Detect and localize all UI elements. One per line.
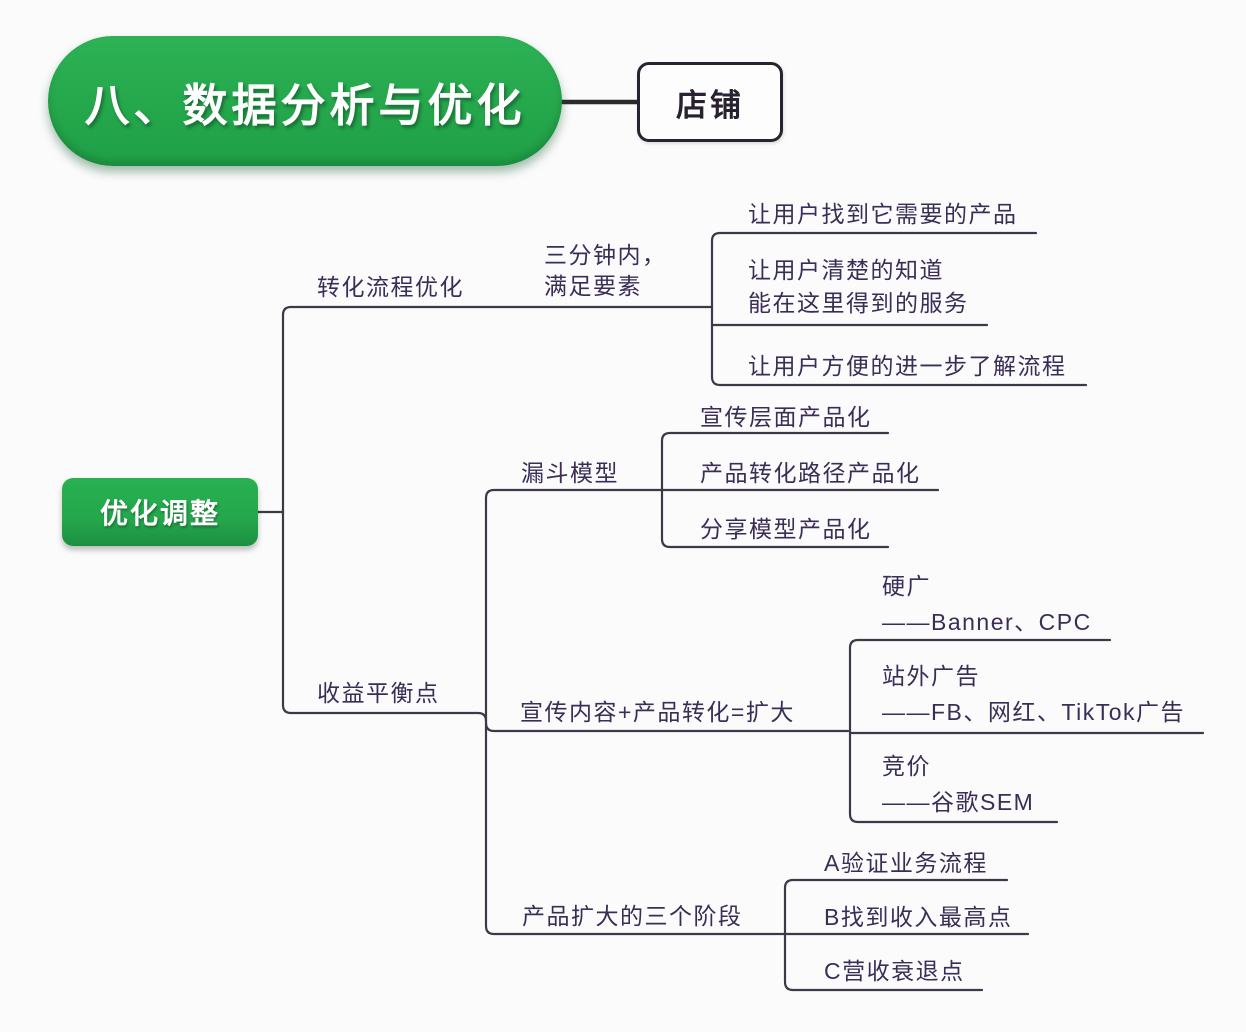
node-further-understand-process[interactable]: 让用户方便的进一步了解流程 (748, 353, 1067, 379)
node-bidding[interactable]: 竞价 ——谷歌SEM (882, 748, 1034, 820)
node-hard-ads[interactable]: 硬广 ——Banner、CPC (882, 568, 1092, 640)
node-promo-plus-conversion[interactable]: 宣传内容+产品转化=扩大 (520, 699, 795, 725)
node-line: 让用户清楚的知道 (748, 257, 944, 283)
node-stage-c[interactable]: C营收衰退点 (824, 958, 965, 984)
node-line: ——FB、网红、TikTok广告 (882, 699, 1185, 725)
node-line: 满足要素 (544, 273, 642, 299)
node-conversion-path-productization[interactable]: 产品转化路径产品化 (700, 460, 921, 486)
node-line: ——Banner、CPC (882, 609, 1092, 635)
store-label: 店铺 (676, 87, 744, 123)
node-stage-a[interactable]: A验证业务流程 (824, 850, 988, 876)
node-revenue-balance[interactable]: 收益平衡点 (317, 680, 440, 706)
node-line: 站外广告 (882, 663, 980, 689)
node-line: 竞价 (882, 753, 931, 779)
node-conversion-optimization[interactable]: 转化流程优化 (317, 274, 464, 300)
main-topic-label: 优化调整 (99, 498, 220, 529)
node-funnel-model[interactable]: 漏斗模型 (521, 460, 619, 486)
node-line: 三分钟内， (544, 242, 667, 268)
root-topic-node[interactable]: 八、数据分析与优化 (48, 36, 562, 166)
main-topic-node[interactable]: 优化调整 (62, 478, 258, 546)
node-promo-productization[interactable]: 宣传层面产品化 (700, 404, 872, 430)
node-find-needed-product[interactable]: 让用户找到它需要的产品 (748, 201, 1018, 227)
node-line: ——谷歌SEM (882, 789, 1035, 815)
node-three-minutes-elements[interactable]: 三分钟内， 满足要素 (544, 240, 667, 302)
node-share-model-productization[interactable]: 分享模型产品化 (700, 516, 872, 542)
trunk-main-branches (281, 305, 714, 723)
node-know-services[interactable]: 让用户清楚的知道 能在这里得到的服务 (748, 254, 969, 320)
node-line: 能在这里得到的服务 (748, 290, 969, 316)
root-topic-label: 八、数据分析与优化 (84, 79, 526, 131)
node-stage-b[interactable]: B找到收入最高点 (824, 904, 1013, 930)
store-node[interactable]: 店铺 (637, 62, 783, 142)
node-three-stages[interactable]: 产品扩大的三个阶段 (522, 903, 743, 929)
node-line: 硬广 (882, 573, 931, 599)
node-offsite-ads[interactable]: 站外广告 ——FB、网红、TikTok广告 (882, 658, 1185, 730)
